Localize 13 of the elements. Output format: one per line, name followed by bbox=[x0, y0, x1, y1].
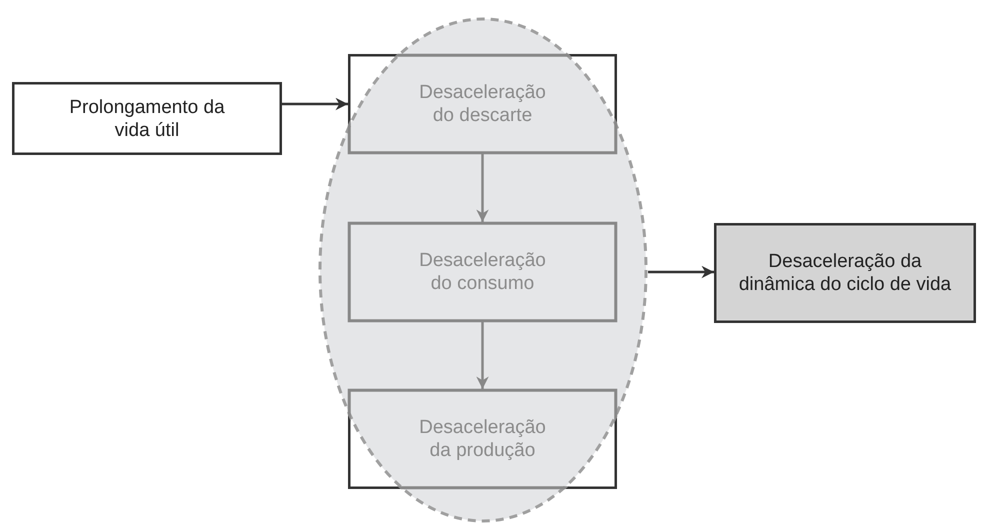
process-box bbox=[12, 82, 282, 155]
box-label: Desaceleração do descarte bbox=[418, 81, 547, 127]
arrow bbox=[476, 322, 489, 389]
box-label: Desaceleração do consumo bbox=[418, 249, 547, 295]
box-label: Desaceleração da dinâmica do ciclo de vida bbox=[738, 250, 952, 296]
box-label: Desaceleração da produção bbox=[418, 416, 547, 462]
ellipse-shape bbox=[318, 17, 648, 523]
arrow bbox=[476, 154, 489, 222]
arrow bbox=[648, 266, 714, 278]
arrow bbox=[282, 98, 348, 110]
process-box bbox=[348, 222, 617, 322]
result-box bbox=[714, 223, 976, 323]
box-label: Prolongamento da vida útil bbox=[68, 96, 226, 142]
